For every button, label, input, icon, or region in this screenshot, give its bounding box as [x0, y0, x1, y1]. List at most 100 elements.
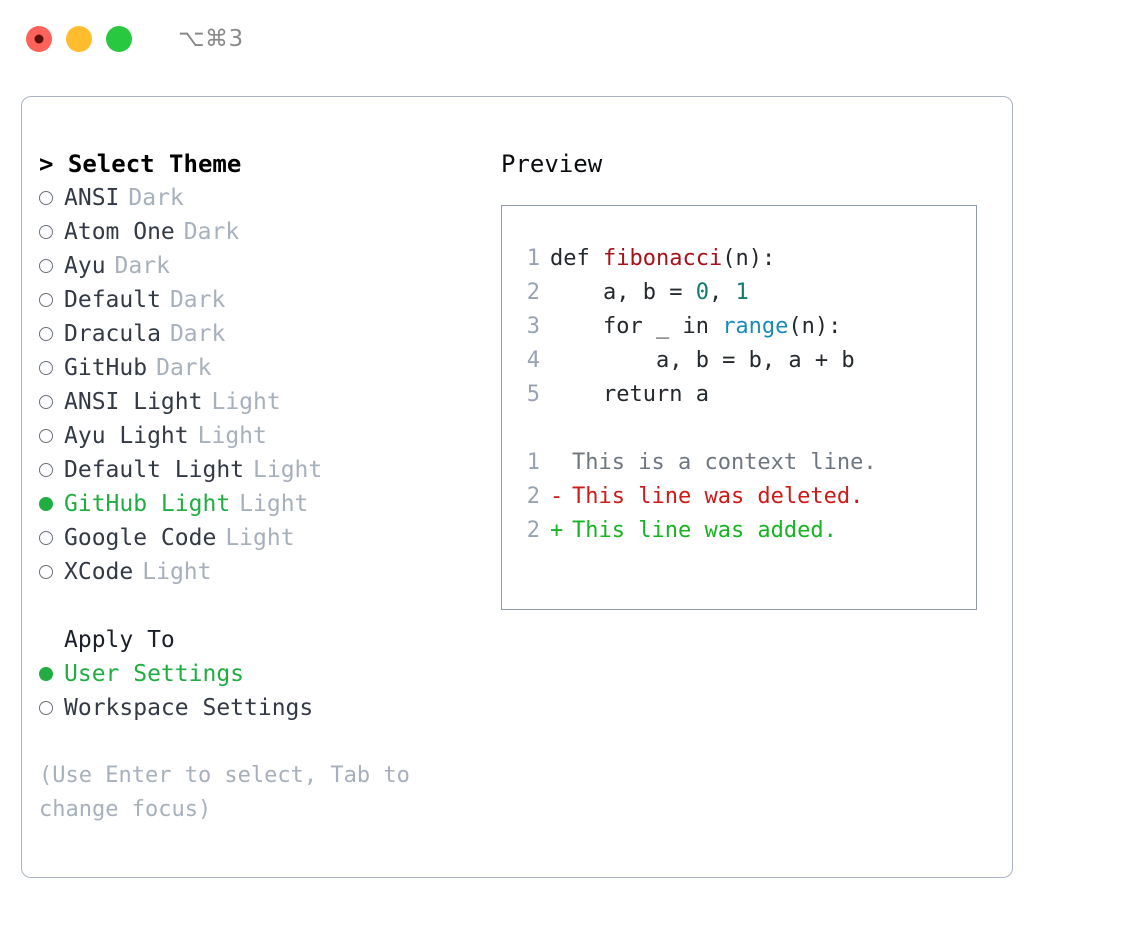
theme-option-default[interactable]: Default Dark — [39, 283, 489, 317]
theme-option-label: Dracula — [64, 321, 161, 347]
line-number: 5 — [526, 382, 540, 407]
theme-option-ayu-light[interactable]: Ayu Light Light — [39, 419, 489, 453]
apply-to-option-label: User Settings — [64, 661, 245, 687]
theme-option-label: Ayu — [64, 253, 106, 279]
radio-unselected-icon — [39, 361, 53, 375]
radio-unselected-icon — [39, 463, 53, 477]
theme-variant-tag: Dark — [156, 355, 212, 381]
code-token-fn: fibonacci — [602, 246, 723, 271]
close-button[interactable] — [26, 26, 52, 52]
maximize-button[interactable] — [106, 26, 132, 52]
diff-marker: - — [550, 484, 564, 509]
radio-unselected-icon — [39, 191, 53, 205]
radio-unselected-icon — [39, 395, 53, 409]
code-line-content: a, b = b, a + b — [550, 344, 855, 378]
apply-to-option-label: Workspace Settings — [64, 695, 314, 721]
theme-variant-tag: Light — [197, 423, 267, 449]
code-line: 3 for _ in range(n): — [502, 310, 976, 344]
theme-option-label: ANSI — [64, 185, 120, 211]
code-line-content: a, b = 0, 1 — [550, 276, 749, 310]
radio-unselected-icon — [39, 531, 53, 545]
preview-title: Preview — [501, 150, 603, 178]
code-token-num: 1 — [735, 280, 749, 305]
code-line: 2 a, b = 0, 1 — [502, 276, 976, 310]
line-number: 1 — [526, 246, 540, 271]
code-token-plain: a, b = b, a + b — [550, 348, 855, 373]
radio-selected-icon — [39, 667, 53, 681]
apply-to-option-workspace-settings[interactable]: Workspace Settings — [39, 691, 489, 725]
theme-variant-tag: Dark — [169, 321, 226, 347]
line-number: 3 — [526, 314, 540, 339]
theme-option-label: Ayu Light — [64, 423, 189, 449]
theme-option-label: ANSI Light — [64, 389, 203, 415]
theme-option-dracula[interactable]: Dracula Dark — [39, 317, 489, 351]
radio-unselected-icon — [39, 565, 53, 579]
code-line-content: return a — [550, 378, 709, 412]
theme-picker-header: > Select Theme — [39, 150, 242, 178]
apply-to-option-user-settings[interactable]: User Settings — [39, 657, 489, 691]
theme-option-label: Atom One — [64, 219, 175, 245]
theme-option-github[interactable]: GitHub Dark — [39, 351, 489, 385]
code-token-plain: , — [708, 280, 736, 305]
apply-to-label: Apply To — [64, 627, 175, 653]
theme-option-label: GitHub Light — [64, 491, 231, 517]
code-line: 4 a, b = b, a + b — [502, 344, 976, 378]
diff-line-deleted: 2-This line was deleted. — [502, 480, 976, 514]
radio-unselected-icon — [39, 225, 53, 239]
theme-option-ayu[interactable]: Ayu Dark — [39, 249, 489, 283]
line-number: 2 — [526, 518, 540, 543]
theme-variant-tag: Dark — [183, 219, 240, 245]
theme-variant-tag: Light — [142, 559, 212, 585]
code-token-plain: (n): — [722, 246, 776, 271]
theme-option-label: GitHub — [64, 355, 148, 381]
theme-option-ansi[interactable]: ANSI Dark — [39, 181, 489, 215]
code-token-plain: for _ in — [550, 314, 723, 339]
radio-unselected-icon — [39, 259, 53, 273]
radio-selected-icon — [39, 497, 53, 511]
theme-option-atom-one[interactable]: Atom One Dark — [39, 215, 489, 249]
code-line-content: def fibonacci(n): — [550, 242, 775, 276]
theme-variant-tag: Dark — [128, 185, 184, 211]
code-token-plain: (n): — [788, 314, 842, 339]
recording-indicator-icon — [34, 34, 44, 44]
code-token-plain: def — [550, 246, 603, 271]
theme-option-label: Google Code — [64, 525, 217, 551]
code-line: 1 def fibonacci(n): — [502, 242, 976, 276]
diff-marker: + — [550, 518, 564, 543]
line-number: 2 — [526, 484, 540, 509]
radio-unselected-icon — [39, 701, 53, 715]
line-number: 4 — [526, 348, 540, 373]
theme-option-label: Default — [64, 287, 161, 313]
keyboard-shortcut-label: ⌥⌘3 — [178, 26, 244, 52]
line-number: 1 — [526, 450, 540, 475]
theme-option-github-light[interactable]: GitHub Light Light — [39, 487, 489, 521]
diff-line-text: This line was deleted. — [572, 484, 864, 509]
theme-variant-tag: Dark — [169, 287, 226, 313]
code-line-content: for _ in range(n): — [550, 310, 841, 344]
line-number: 2 — [526, 280, 540, 305]
theme-variant-tag: Dark — [114, 253, 170, 279]
title-bar: ⌥⌘3 — [0, 0, 1140, 78]
code-token-plain: return a — [550, 382, 709, 407]
code-line: 5 return a — [502, 378, 976, 412]
minimize-button[interactable] — [66, 26, 92, 52]
code-token-num: 0 — [695, 280, 709, 305]
radio-unselected-icon — [39, 293, 53, 307]
diff-line-text: This line was added. — [572, 518, 837, 543]
theme-variant-tag: Light — [239, 491, 309, 517]
spacer — [39, 589, 489, 623]
